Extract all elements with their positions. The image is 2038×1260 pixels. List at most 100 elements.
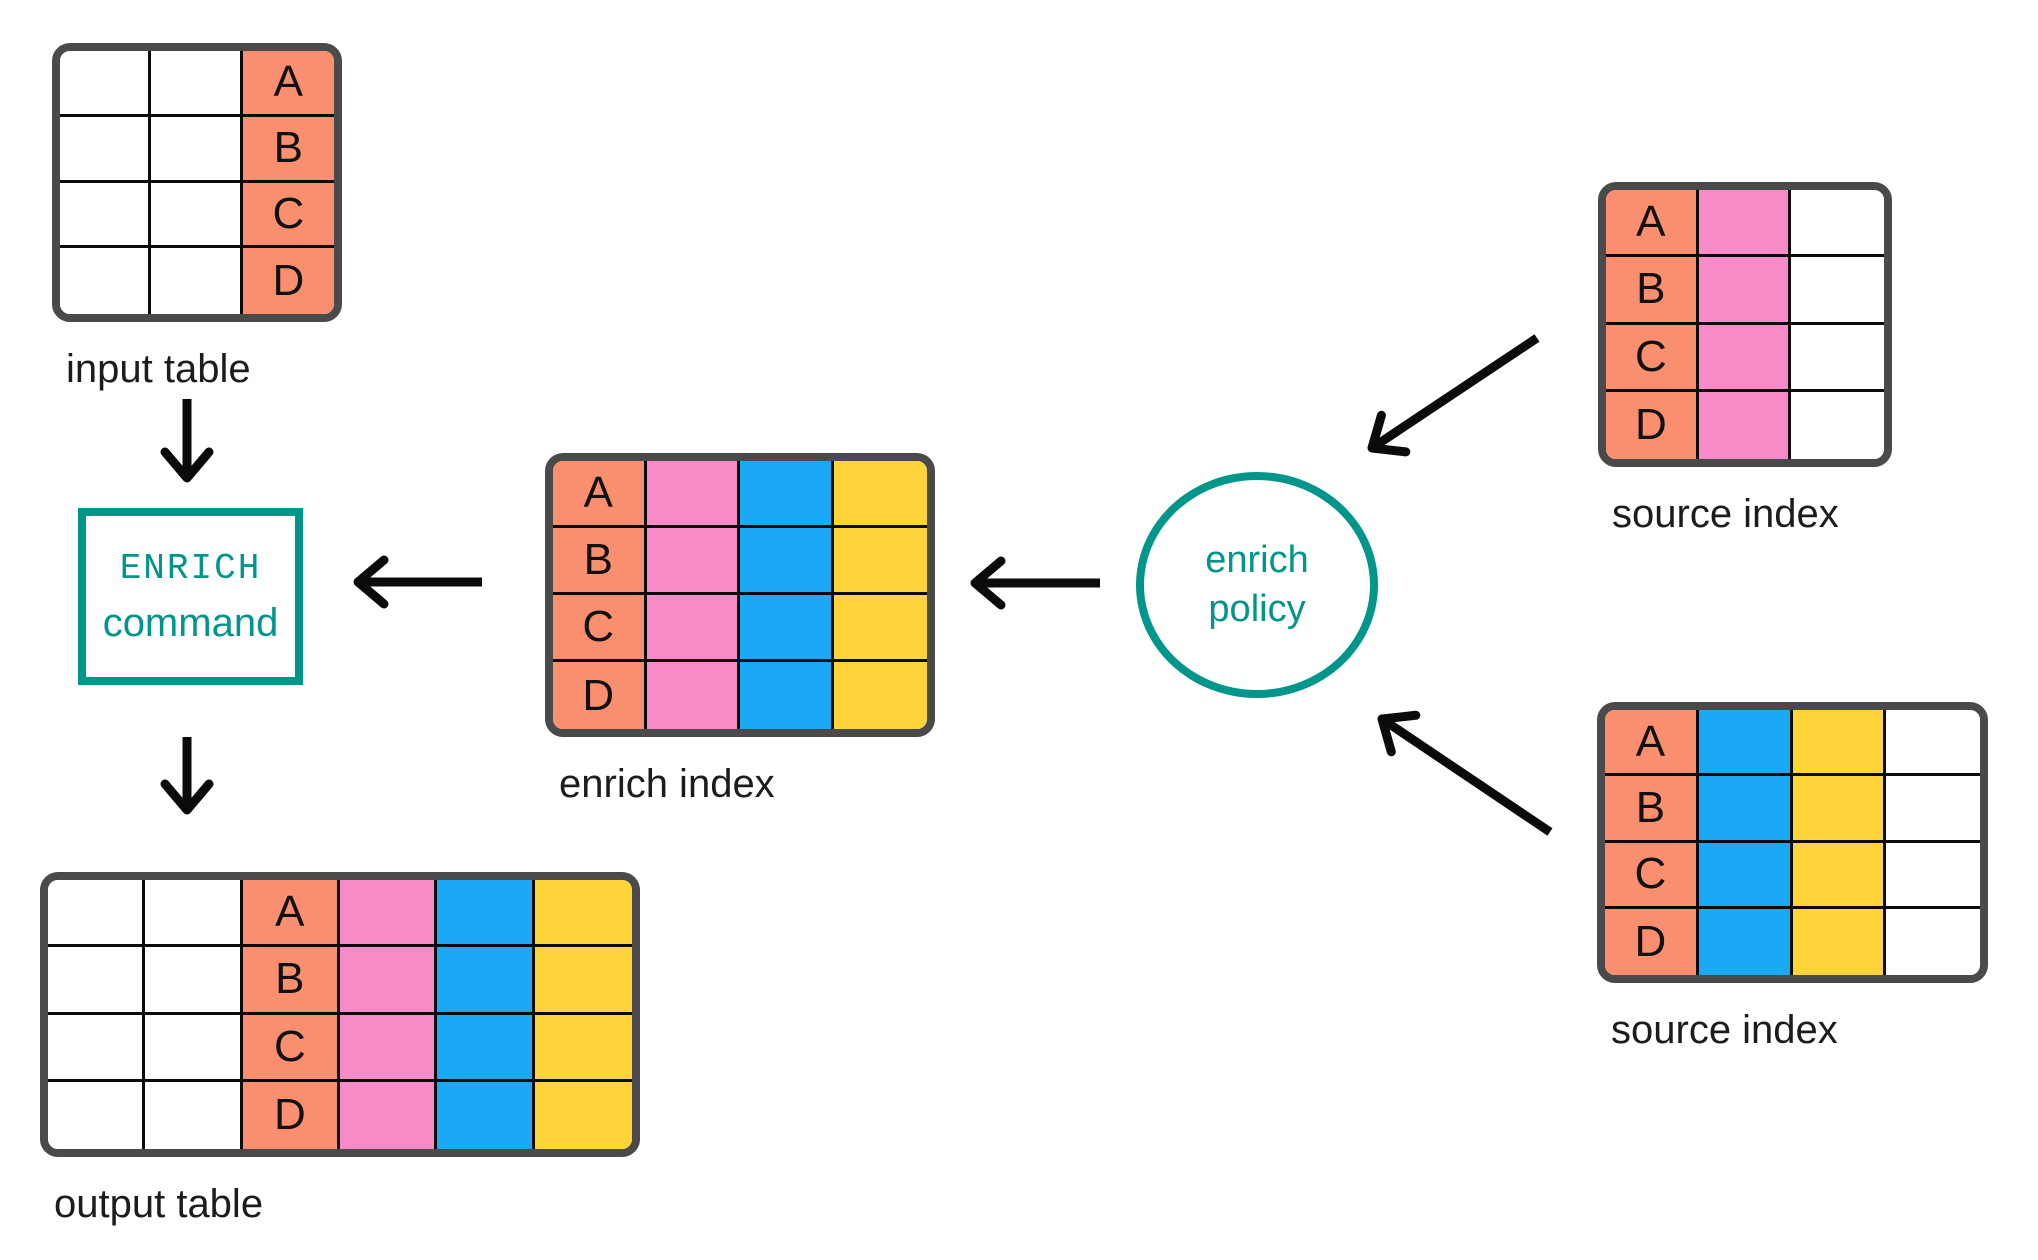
value-cell	[1698, 842, 1793, 909]
value-cell	[60, 248, 152, 314]
key-cell: D	[1605, 908, 1699, 975]
value-cell	[1791, 190, 1884, 258]
value-cell	[60, 51, 152, 117]
value-cell	[1698, 324, 1792, 392]
value-cell	[646, 662, 740, 729]
value-cell	[534, 1014, 632, 1082]
value-cell	[1886, 908, 1980, 975]
value-cell	[145, 1014, 243, 1082]
value-cell	[646, 528, 740, 595]
value-cell	[740, 528, 834, 595]
value-cell	[48, 1081, 146, 1149]
value-cell	[1792, 908, 1887, 975]
key-cell: C	[242, 1014, 340, 1082]
value-cell	[833, 595, 927, 662]
value-cell	[1791, 324, 1884, 392]
enrich-policy-circle: enrich policy	[1136, 472, 1378, 698]
value-cell	[1698, 190, 1792, 258]
key-cell: C	[242, 182, 334, 249]
value-cell	[1698, 908, 1793, 975]
enrich-command-word: command	[102, 600, 279, 645]
key-cell: C	[1605, 842, 1699, 909]
key-cell: D	[242, 248, 334, 314]
source-index-top-label: source index	[1612, 492, 1839, 536]
value-cell	[60, 116, 152, 183]
enrich-command-box: ENRICH command	[78, 508, 303, 685]
key-cell: A	[242, 880, 340, 948]
value-cell	[340, 947, 438, 1015]
value-cell	[48, 880, 146, 948]
key-cell: B	[553, 528, 647, 595]
value-cell	[151, 182, 243, 249]
value-cell	[340, 880, 438, 948]
key-cell: A	[553, 461, 647, 528]
key-cell: C	[553, 595, 647, 662]
value-cell	[437, 1081, 535, 1149]
value-cell	[437, 1014, 535, 1082]
value-cell	[1886, 710, 1980, 777]
enrich-command-keyword: ENRICH	[119, 547, 262, 589]
value-cell	[534, 1081, 632, 1149]
value-cell	[151, 51, 243, 117]
key-cell: B	[242, 116, 334, 183]
key-cell: B	[242, 947, 340, 1015]
value-cell	[151, 248, 243, 314]
enrich-policy-word-2: policy	[1208, 588, 1306, 630]
key-cell: A	[242, 51, 334, 117]
value-cell	[437, 947, 535, 1015]
value-cell	[145, 1081, 243, 1149]
value-cell	[1791, 391, 1884, 459]
input-table-label: input table	[66, 347, 251, 391]
value-cell	[151, 116, 243, 183]
value-cell	[1698, 710, 1793, 777]
value-cell	[60, 182, 152, 249]
output-table-label: output table	[54, 1182, 264, 1226]
key-cell: B	[1605, 776, 1699, 843]
value-cell	[1792, 842, 1887, 909]
key-cell: B	[1606, 257, 1699, 325]
value-cell	[740, 461, 834, 528]
value-cell	[48, 947, 146, 1015]
value-cell	[833, 528, 927, 595]
value-cell	[534, 947, 632, 1015]
value-cell	[1698, 776, 1793, 843]
value-cell	[145, 880, 243, 948]
value-cell	[340, 1081, 438, 1149]
key-cell: D	[242, 1081, 340, 1149]
value-cell	[1792, 710, 1887, 777]
value-cell	[740, 595, 834, 662]
key-cell: C	[1606, 324, 1699, 392]
source-index-bottom-label: source index	[1611, 1008, 1838, 1052]
value-cell	[740, 662, 834, 729]
value-cell	[1698, 391, 1792, 459]
value-cell	[833, 461, 927, 528]
key-cell: D	[553, 662, 647, 729]
key-cell: A	[1606, 190, 1699, 258]
value-cell	[145, 947, 243, 1015]
value-cell	[1791, 257, 1884, 325]
enrich-index-label: enrich index	[559, 762, 775, 806]
arrow-source-index-top-to-enrich-policy	[1367, 334, 1540, 457]
value-cell	[340, 1014, 438, 1082]
value-cell	[1886, 776, 1980, 843]
key-cell: A	[1605, 710, 1699, 777]
value-cell	[48, 1014, 146, 1082]
value-cell	[534, 880, 632, 948]
value-cell	[833, 662, 927, 729]
key-cell: D	[1606, 391, 1699, 459]
arrow-source-index-bottom-to-enrich-policy	[1377, 710, 1553, 836]
value-cell	[1886, 842, 1980, 909]
value-cell	[437, 880, 535, 948]
enrich-policy-word-1: enrich	[1205, 538, 1309, 581]
